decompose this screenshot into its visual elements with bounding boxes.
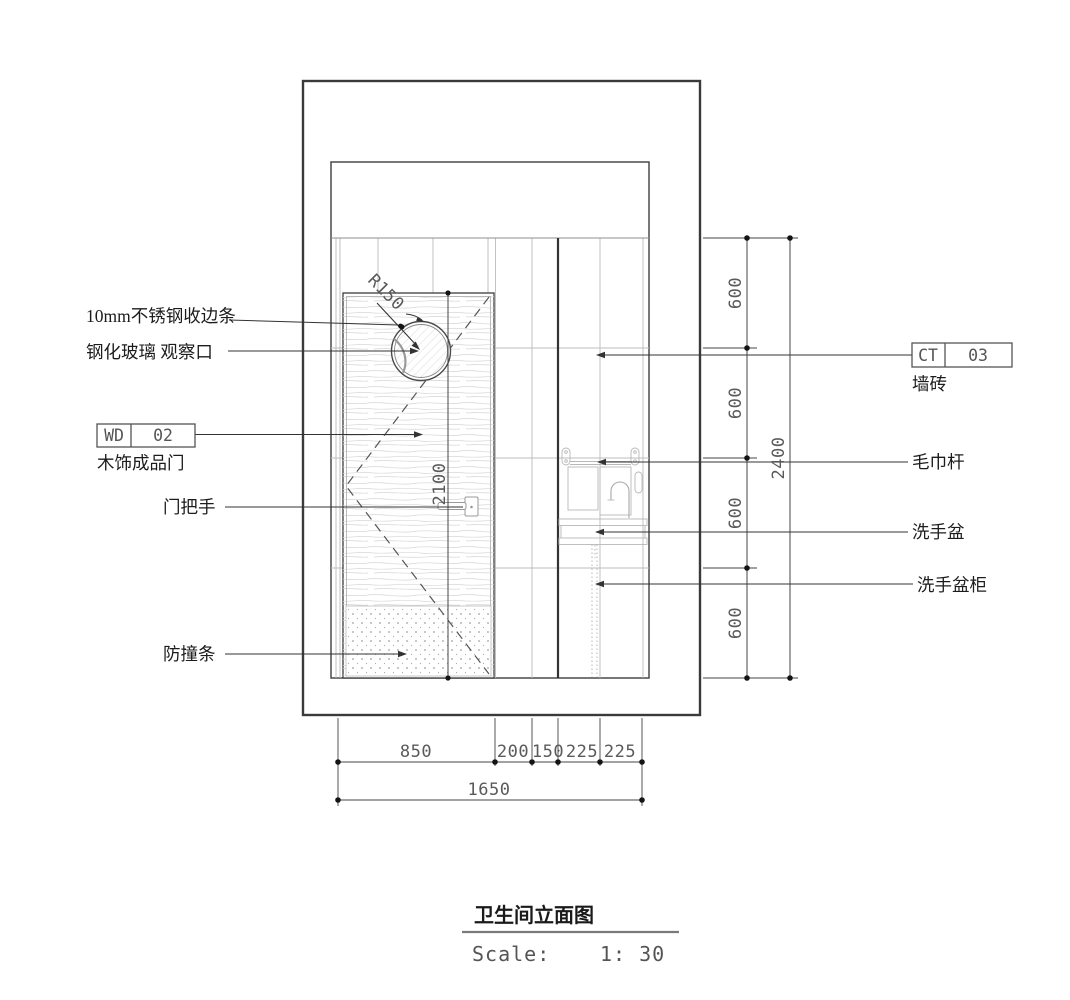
dim-600-4: 600 (726, 607, 746, 639)
dim-225-1: 225 (566, 742, 598, 762)
label-basin-cabinet: 洗手盆柜 (917, 575, 987, 595)
label-towel-bar: 毛巾杆 (912, 452, 965, 472)
dim-150: 150 (532, 742, 564, 762)
door-tag-box: WD 02 (96, 423, 196, 448)
door-handle (437, 496, 479, 517)
title-block: 卫生间立面图 Scale: 1: 30 (462, 903, 679, 966)
wash-basin (558, 481, 648, 545)
scale-label: Scale: (472, 942, 550, 966)
label-door: 木饰成品门 (97, 453, 185, 473)
label-edge-strip: 10mm不锈钢收边条 (86, 306, 236, 326)
bottom-dimension-chain: 850 200 150 225 225 1650 (335, 718, 645, 806)
door-tag-code: WD (104, 426, 124, 445)
scale-value: 1: 30 (600, 942, 665, 966)
basin-apron (558, 537, 648, 545)
tile-tag-box: CT 03 (911, 342, 1013, 368)
door-height-dimension: 2100 (430, 290, 451, 681)
glass-port-circle (390, 320, 452, 382)
dim-200: 200 (497, 742, 529, 762)
dim-850: 850 (400, 742, 432, 762)
dim-2400: 2400 (769, 437, 789, 480)
dim-600-1: 600 (726, 277, 746, 309)
dim-600-3: 600 (726, 497, 746, 529)
counter-top (558, 518, 648, 526)
label-wall-tile: 墙砖 (912, 374, 947, 394)
dim-600-2: 600 (726, 387, 746, 419)
wall-accessory (634, 471, 643, 494)
leader-lines-right (595, 351, 913, 588)
label-bumper: 防撞条 (163, 644, 216, 664)
door-height-text: 2100 (430, 463, 450, 506)
label-handle: 门把手 (163, 497, 216, 517)
door-tag-num: 02 (153, 426, 173, 445)
leader-lines-left (195, 319, 463, 658)
tile-tag-code: CT (918, 346, 938, 365)
towel-left (567, 466, 599, 511)
right-dimension-chain: 600 600 600 600 2400 (703, 235, 798, 681)
dim-1650: 1650 (468, 780, 511, 800)
label-glass-port: 钢化玻璃 观察口 (86, 342, 213, 362)
drawing-title: 卫生间立面图 (474, 903, 594, 927)
faucet (610, 481, 630, 518)
towel-right (599, 466, 632, 516)
label-basin: 洗手盆 (912, 522, 965, 542)
dim-225-2: 225 (604, 742, 636, 762)
tile-tag-num: 03 (968, 346, 988, 365)
